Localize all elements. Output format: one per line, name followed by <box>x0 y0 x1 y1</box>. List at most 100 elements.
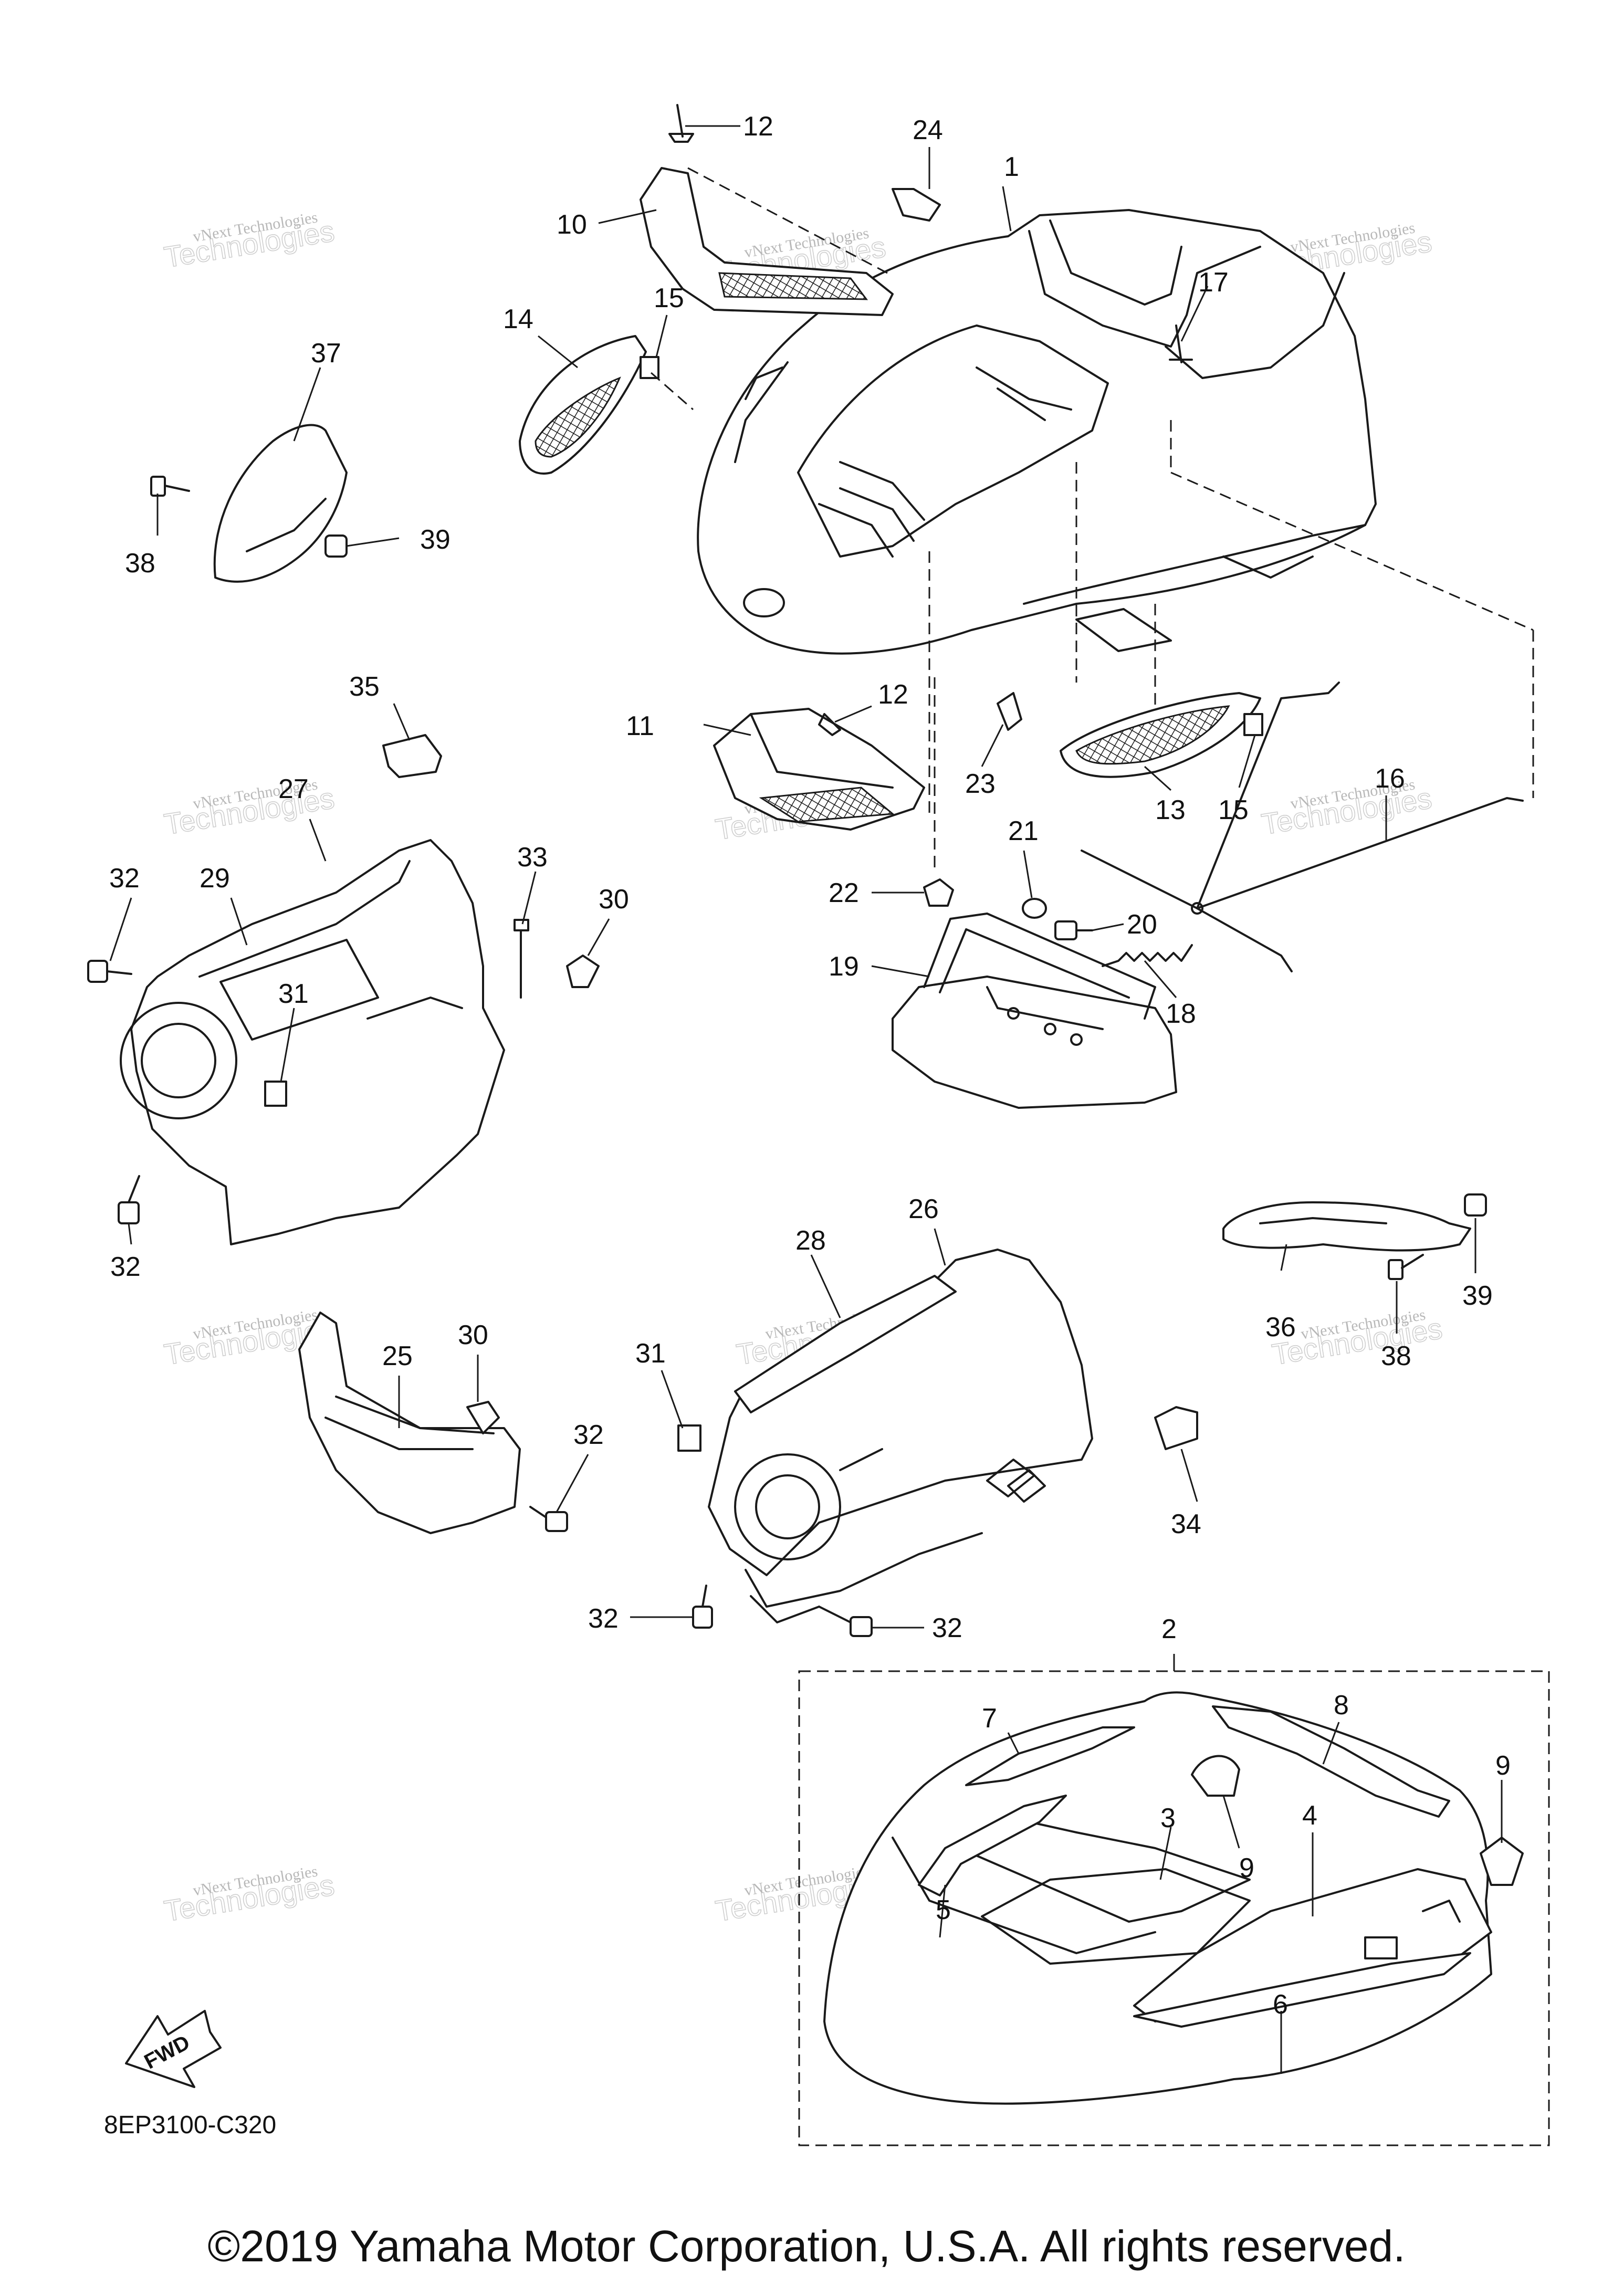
part-39-grommet-right[interactable] <box>1464 1193 1487 1217</box>
callout-18[interactable]: 18 <box>1166 999 1196 1029</box>
callout-37[interactable]: 37 <box>311 338 341 369</box>
callout-19[interactable]: 19 <box>829 951 859 982</box>
part-1-hood[interactable] <box>697 209 1377 655</box>
callout-3[interactable]: 3 <box>1160 1803 1176 1833</box>
part-38-screw-right[interactable] <box>1388 1254 1424 1280</box>
part-32-screw-d[interactable] <box>692 1585 713 1629</box>
part-33-screw[interactable] <box>514 919 529 999</box>
part-18-spring[interactable] <box>1102 944 1193 967</box>
part-38-screw-left[interactable] <box>150 476 190 497</box>
part-23-clip[interactable] <box>997 692 1022 731</box>
callout-9b[interactable]: 9 <box>1495 1750 1511 1781</box>
callout-25[interactable]: 25 <box>382 1341 413 1371</box>
callout-7[interactable]: 7 <box>982 1703 997 1734</box>
part-32-screw-a[interactable] <box>87 960 132 983</box>
callout-39a[interactable]: 39 <box>420 525 451 555</box>
callout-31a[interactable]: 31 <box>278 979 309 1009</box>
part-35-bracket[interactable] <box>382 734 442 778</box>
callout-38a[interactable]: 38 <box>125 548 155 579</box>
part-36-cover[interactable] <box>1222 1201 1471 1252</box>
callout-10[interactable]: 10 <box>557 209 587 240</box>
callout-35[interactable]: 35 <box>349 672 380 702</box>
part-29-label[interactable] <box>219 939 379 1041</box>
callout-20[interactable]: 20 <box>1127 909 1157 940</box>
part-9-clip-left[interactable] <box>1191 1755 1240 1797</box>
part-15-clip-upper[interactable] <box>640 356 659 379</box>
callout-32a[interactable]: 32 <box>109 863 140 894</box>
part-10-grille[interactable] <box>640 167 894 316</box>
callout-5[interactable]: 5 <box>936 1895 951 1925</box>
callout-2[interactable]: 2 <box>1161 1614 1177 1644</box>
callout-4[interactable]: 4 <box>1302 1800 1317 1831</box>
watermark: Technologies vNext Technologies <box>1259 775 1434 841</box>
part-32-screw-c[interactable] <box>529 1506 568 1532</box>
callout-21[interactable]: 21 <box>1008 816 1039 846</box>
part-13-intake[interactable] <box>1060 692 1261 778</box>
callout-32b[interactable]: 32 <box>110 1252 141 1282</box>
part-19-box[interactable] <box>892 913 1177 1109</box>
callout-15a[interactable]: 15 <box>654 283 684 313</box>
callout-30a[interactable]: 30 <box>599 884 629 915</box>
callout-27[interactable]: 27 <box>278 774 309 804</box>
callout-29[interactable]: 29 <box>200 863 230 894</box>
callout-36[interactable]: 36 <box>1265 1312 1296 1343</box>
callout-13[interactable]: 13 <box>1155 795 1186 825</box>
callout-32d[interactable]: 32 <box>588 1603 619 1634</box>
part-6-trim[interactable] <box>1133 1952 1471 2028</box>
part-27-side-panel[interactable] <box>120 839 505 1245</box>
part-25-lower-panel[interactable] <box>298 1312 521 1534</box>
callout-28[interactable]: 28 <box>795 1225 826 1256</box>
part-14-side-panel[interactable] <box>519 335 647 475</box>
part-12-pin-upper[interactable] <box>668 104 694 143</box>
part-30-clip-lower[interactable] <box>466 1401 500 1434</box>
part-31-clip-left[interactable] <box>264 1081 287 1107</box>
diagram-code: 8EP3100-C320 <box>104 2111 276 2139</box>
callout-24[interactable]: 24 <box>913 115 943 145</box>
part-32-screw-b[interactable] <box>118 1175 140 1224</box>
part-24-clip[interactable] <box>892 188 941 222</box>
part-16-cable[interactable] <box>1081 682 1524 972</box>
part-34-bracket[interactable] <box>1154 1406 1198 1450</box>
part-39-grommet-left[interactable] <box>324 534 348 558</box>
callout-31b[interactable]: 31 <box>635 1338 666 1369</box>
part-8-trim[interactable] <box>1212 1705 1450 1818</box>
part-12-pin-lower[interactable] <box>818 713 841 736</box>
callout-6[interactable]: 6 <box>1273 1989 1288 2020</box>
callout-9a[interactable]: 9 <box>1239 1853 1254 1883</box>
callout-22[interactable]: 22 <box>829 878 859 908</box>
callout-17[interactable]: 17 <box>1198 267 1229 298</box>
callout-23[interactable]: 23 <box>965 769 996 799</box>
callout-16[interactable]: 16 <box>1375 763 1405 794</box>
part-2-kit-shell[interactable] <box>823 1691 1492 2105</box>
part-5-trim[interactable] <box>918 1795 1067 1896</box>
part-2-kit-box <box>798 1654 1550 2146</box>
part-31-clip-right[interactable] <box>677 1424 701 1452</box>
callout-8[interactable]: 8 <box>1334 1690 1349 1721</box>
part-3-panel[interactable] <box>981 1868 1251 1965</box>
callout-11[interactable]: 11 <box>626 711 654 741</box>
part-30-clip-upper[interactable] <box>566 955 600 988</box>
part-11-vent[interactable] <box>713 708 925 831</box>
callout-26[interactable]: 26 <box>908 1194 939 1224</box>
callout-12b[interactable]: 12 <box>878 679 908 710</box>
callout-1[interactable]: 1 <box>1004 152 1019 182</box>
callout-12a[interactable]: 12 <box>743 111 773 142</box>
callout-39b[interactable]: 39 <box>1462 1281 1493 1311</box>
callout-15b[interactable]: 15 <box>1218 795 1249 825</box>
part-21-washer[interactable] <box>1022 898 1047 919</box>
part-28-strip[interactable] <box>734 1275 957 1413</box>
callout-32e[interactable]: 32 <box>932 1613 962 1643</box>
callout-30b[interactable]: 30 <box>458 1320 488 1350</box>
callout-14[interactable]: 14 <box>503 304 533 334</box>
part-22-nut[interactable] <box>923 878 954 907</box>
callout-34[interactable]: 34 <box>1171 1509 1201 1539</box>
part-20-bolt[interactable] <box>1054 920 1093 940</box>
part-32-screw-e[interactable] <box>818 1606 873 1637</box>
callout-38b[interactable]: 38 <box>1381 1341 1411 1371</box>
callout-32c[interactable]: 32 <box>573 1420 604 1450</box>
part-17-pin[interactable] <box>1169 324 1193 363</box>
part-9-clip-right[interactable] <box>1480 1837 1524 1886</box>
callout-33[interactable]: 33 <box>517 842 548 873</box>
part-15-clip-lower[interactable] <box>1243 713 1263 736</box>
part-37-cover[interactable] <box>213 424 348 583</box>
